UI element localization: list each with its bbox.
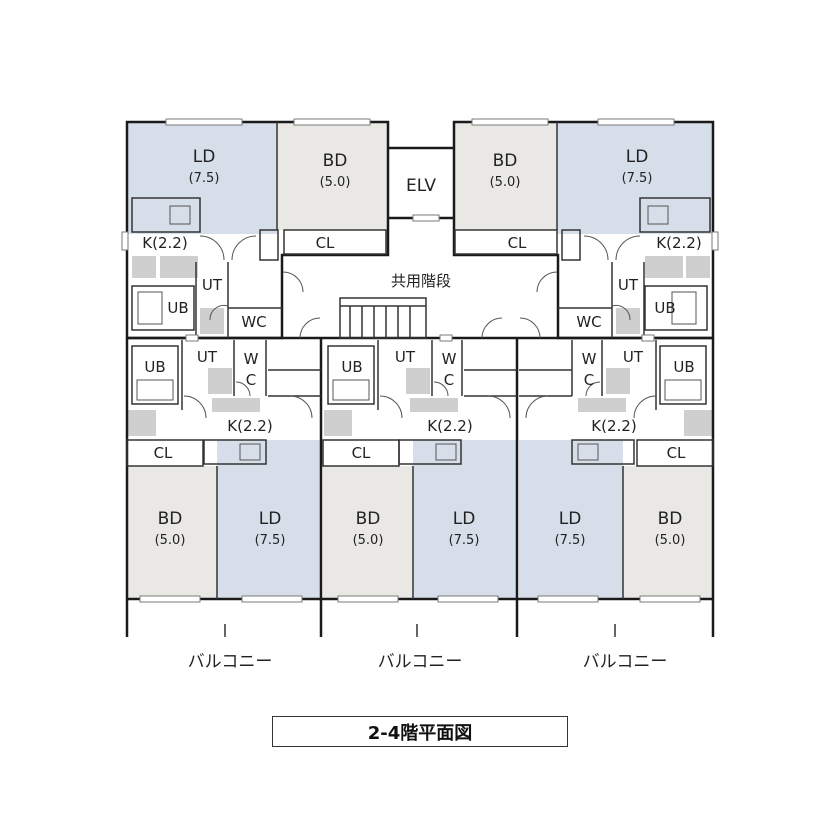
bd-area-label: (5.0) [353, 533, 384, 548]
ld-area-label: (7.5) [555, 533, 586, 548]
balcony-label: バルコニー [378, 652, 463, 672]
bedroom-fill [623, 466, 713, 599]
bd-label: BD [356, 509, 381, 529]
bd-area-label: (5.0) [155, 533, 186, 548]
wc-w-label: W [244, 350, 259, 368]
living-room-fill [557, 122, 713, 234]
bedroom-fill [277, 122, 387, 230]
bd-area-label: (5.0) [655, 533, 686, 548]
stairs-label: 共用階段 [391, 272, 451, 290]
living-room-fill [127, 122, 277, 234]
floor-plan-caption: 2-4階平面図 [272, 716, 568, 747]
bd-label: BD [323, 151, 348, 171]
living-room-fill [217, 440, 321, 599]
k-label: K(2.2) [591, 417, 636, 435]
living-room-fill [519, 440, 623, 599]
bd-label: BD [493, 151, 518, 171]
ut-label: UT [395, 348, 416, 366]
balcony-label: バルコニー [583, 652, 668, 672]
k-label: K(2.2) [656, 234, 701, 252]
bd-label: BD [658, 509, 683, 529]
bedroom-fill [454, 122, 557, 230]
ut-label: UT [623, 348, 644, 366]
ld-label: LD [453, 509, 476, 529]
cl-label: CL [154, 444, 173, 462]
bedroom-fill [323, 466, 413, 599]
fixture-outlines [136, 205, 702, 461]
door-swings [183, 235, 657, 419]
ld-area-label: (7.5) [449, 533, 480, 548]
windows [121, 118, 719, 603]
room-labels: LD (7.5) BD (5.0) CL K(2.2) UT UB WC ELV… [142, 147, 701, 672]
cl-label: CL [667, 444, 686, 462]
bd-area-label: (5.0) [490, 175, 521, 190]
cl-label: CL [508, 234, 527, 252]
bd-label: BD [158, 509, 183, 529]
wc-w-label: W [442, 350, 457, 368]
wc-c-label: C [584, 371, 594, 389]
ut-label: UT [618, 276, 639, 294]
ut-label: UT [197, 348, 218, 366]
k-label: K(2.2) [142, 234, 187, 252]
k-label: K(2.2) [227, 417, 272, 435]
room-fills [127, 122, 713, 599]
balcony-label: バルコニー [188, 652, 273, 672]
ub-label: UB [167, 299, 188, 317]
wc-c-label: C [444, 371, 454, 389]
bd-area-label: (5.0) [320, 175, 351, 190]
bedroom-fill [127, 466, 217, 599]
ld-label: LD [193, 147, 216, 167]
ld-area-label: (7.5) [622, 171, 653, 186]
wc-label: WC [241, 313, 266, 331]
ld-label: LD [259, 509, 282, 529]
wc-label: WC [576, 313, 601, 331]
cl-label: CL [316, 234, 335, 252]
ld-area-label: (7.5) [255, 533, 286, 548]
living-room-fill [413, 440, 517, 599]
ub-label: UB [341, 358, 362, 376]
ld-label: LD [559, 509, 582, 529]
cl-label: CL [352, 444, 371, 462]
k-label: K(2.2) [427, 417, 472, 435]
ub-label: UB [654, 299, 675, 317]
ub-label: UB [144, 358, 165, 376]
wc-w-label: W [582, 350, 597, 368]
wc-c-label: C [246, 371, 256, 389]
ld-area-label: (7.5) [189, 171, 220, 186]
elv-label: ELV [406, 176, 436, 196]
ut-label: UT [202, 276, 223, 294]
ub-label: UB [673, 358, 694, 376]
ld-label: LD [626, 147, 649, 167]
